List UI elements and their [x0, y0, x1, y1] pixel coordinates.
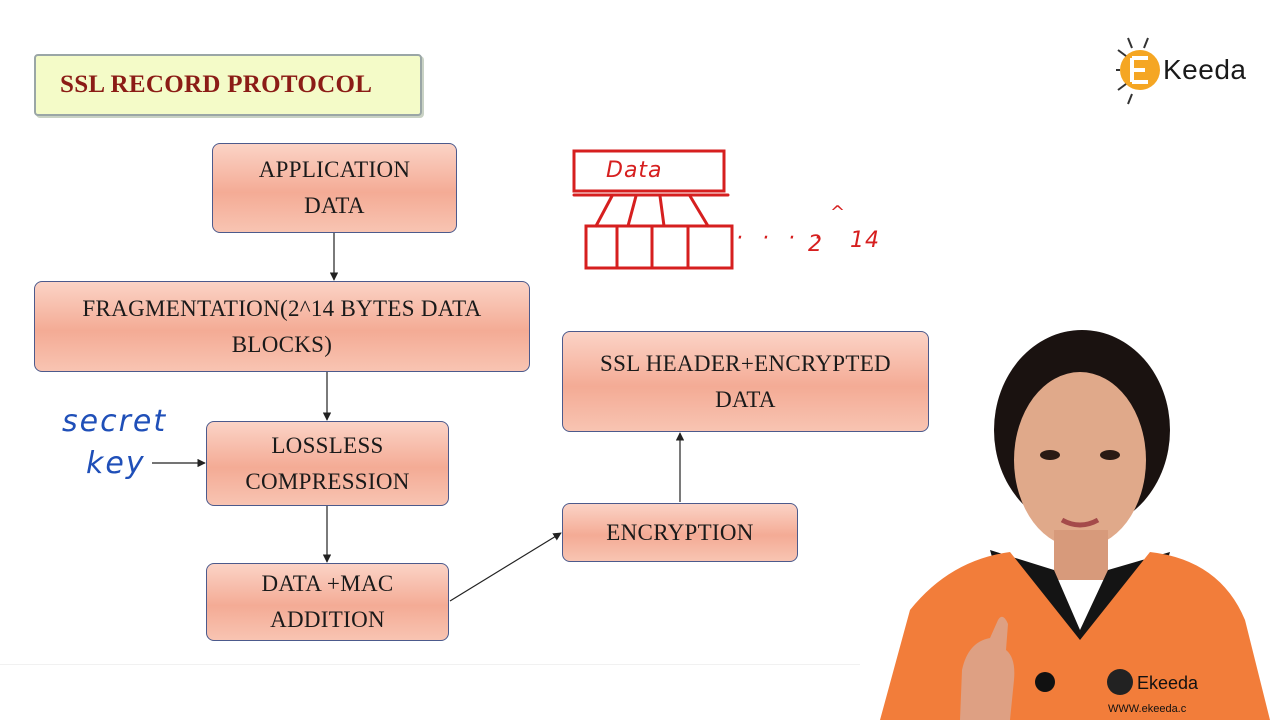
node-application-data: APPLICATION DATA: [212, 143, 457, 233]
node-lossless-compression-line2: COMPRESSION: [245, 468, 410, 494]
handwritten-secret: secret: [62, 404, 168, 439]
node-lossless-compression: LOSSLESS COMPRESSION: [206, 421, 449, 506]
arrow-mac-to-encryption: [449, 532, 562, 602]
node-data-mac-addition: DATA +MAC ADDITION: [206, 563, 449, 641]
node-fragmentation-line2: BLOCKS): [231, 331, 333, 357]
node-encryption-label: ENCRYPTION: [606, 519, 754, 545]
slide-title-box: SSL RECORD PROTOCOL: [34, 54, 422, 116]
node-ssl-header-line2: DATA: [715, 386, 776, 412]
ekeeda-logo-icon: [1116, 37, 1160, 105]
footer-rule: [0, 664, 860, 665]
presenter-image: Ekeeda WWW.ekeeda.c: [880, 330, 1270, 720]
node-fragmentation-line1: FRAGMENTATION(2^14 BYTES DATA: [82, 295, 482, 321]
handwritten-key: key: [86, 446, 146, 481]
node-ssl-header-encrypted: SSL HEADER+ENCRYPTED DATA: [562, 331, 929, 432]
handwritten-power-base: 2: [808, 232, 823, 257]
node-application-data-line1: APPLICATION: [258, 157, 411, 182]
node-data-mac-addition-line2: ADDITION: [270, 607, 385, 632]
node-fragmentation: FRAGMENTATION(2^14 BYTES DATA BLOCKS): [34, 281, 530, 372]
node-application-data-line2: DATA: [304, 193, 365, 218]
handwritten-exponent: 14: [850, 228, 880, 253]
slide-title: SSL RECORD PROTOCOL: [60, 71, 373, 98]
data-fragment-sketch: [572, 149, 734, 270]
node-lossless-compression-line1: LOSSLESS: [271, 432, 384, 458]
node-ssl-header-line1: SSL HEADER+ENCRYPTED: [600, 350, 891, 376]
handwritten-ellipsis: · · · ·: [736, 226, 827, 251]
shirt-url-text: WWW.ekeeda.c: [1108, 703, 1187, 715]
logo-brand-text: Keeda: [1163, 54, 1247, 85]
node-data-mac-addition-line1: DATA +MAC: [261, 571, 394, 596]
handwritten-data-label: Data: [606, 158, 663, 183]
shirt-logo-text: Ekeeda: [1137, 673, 1199, 693]
handwritten-caret: ^: [830, 202, 847, 223]
node-encryption: ENCRYPTION: [562, 503, 798, 562]
